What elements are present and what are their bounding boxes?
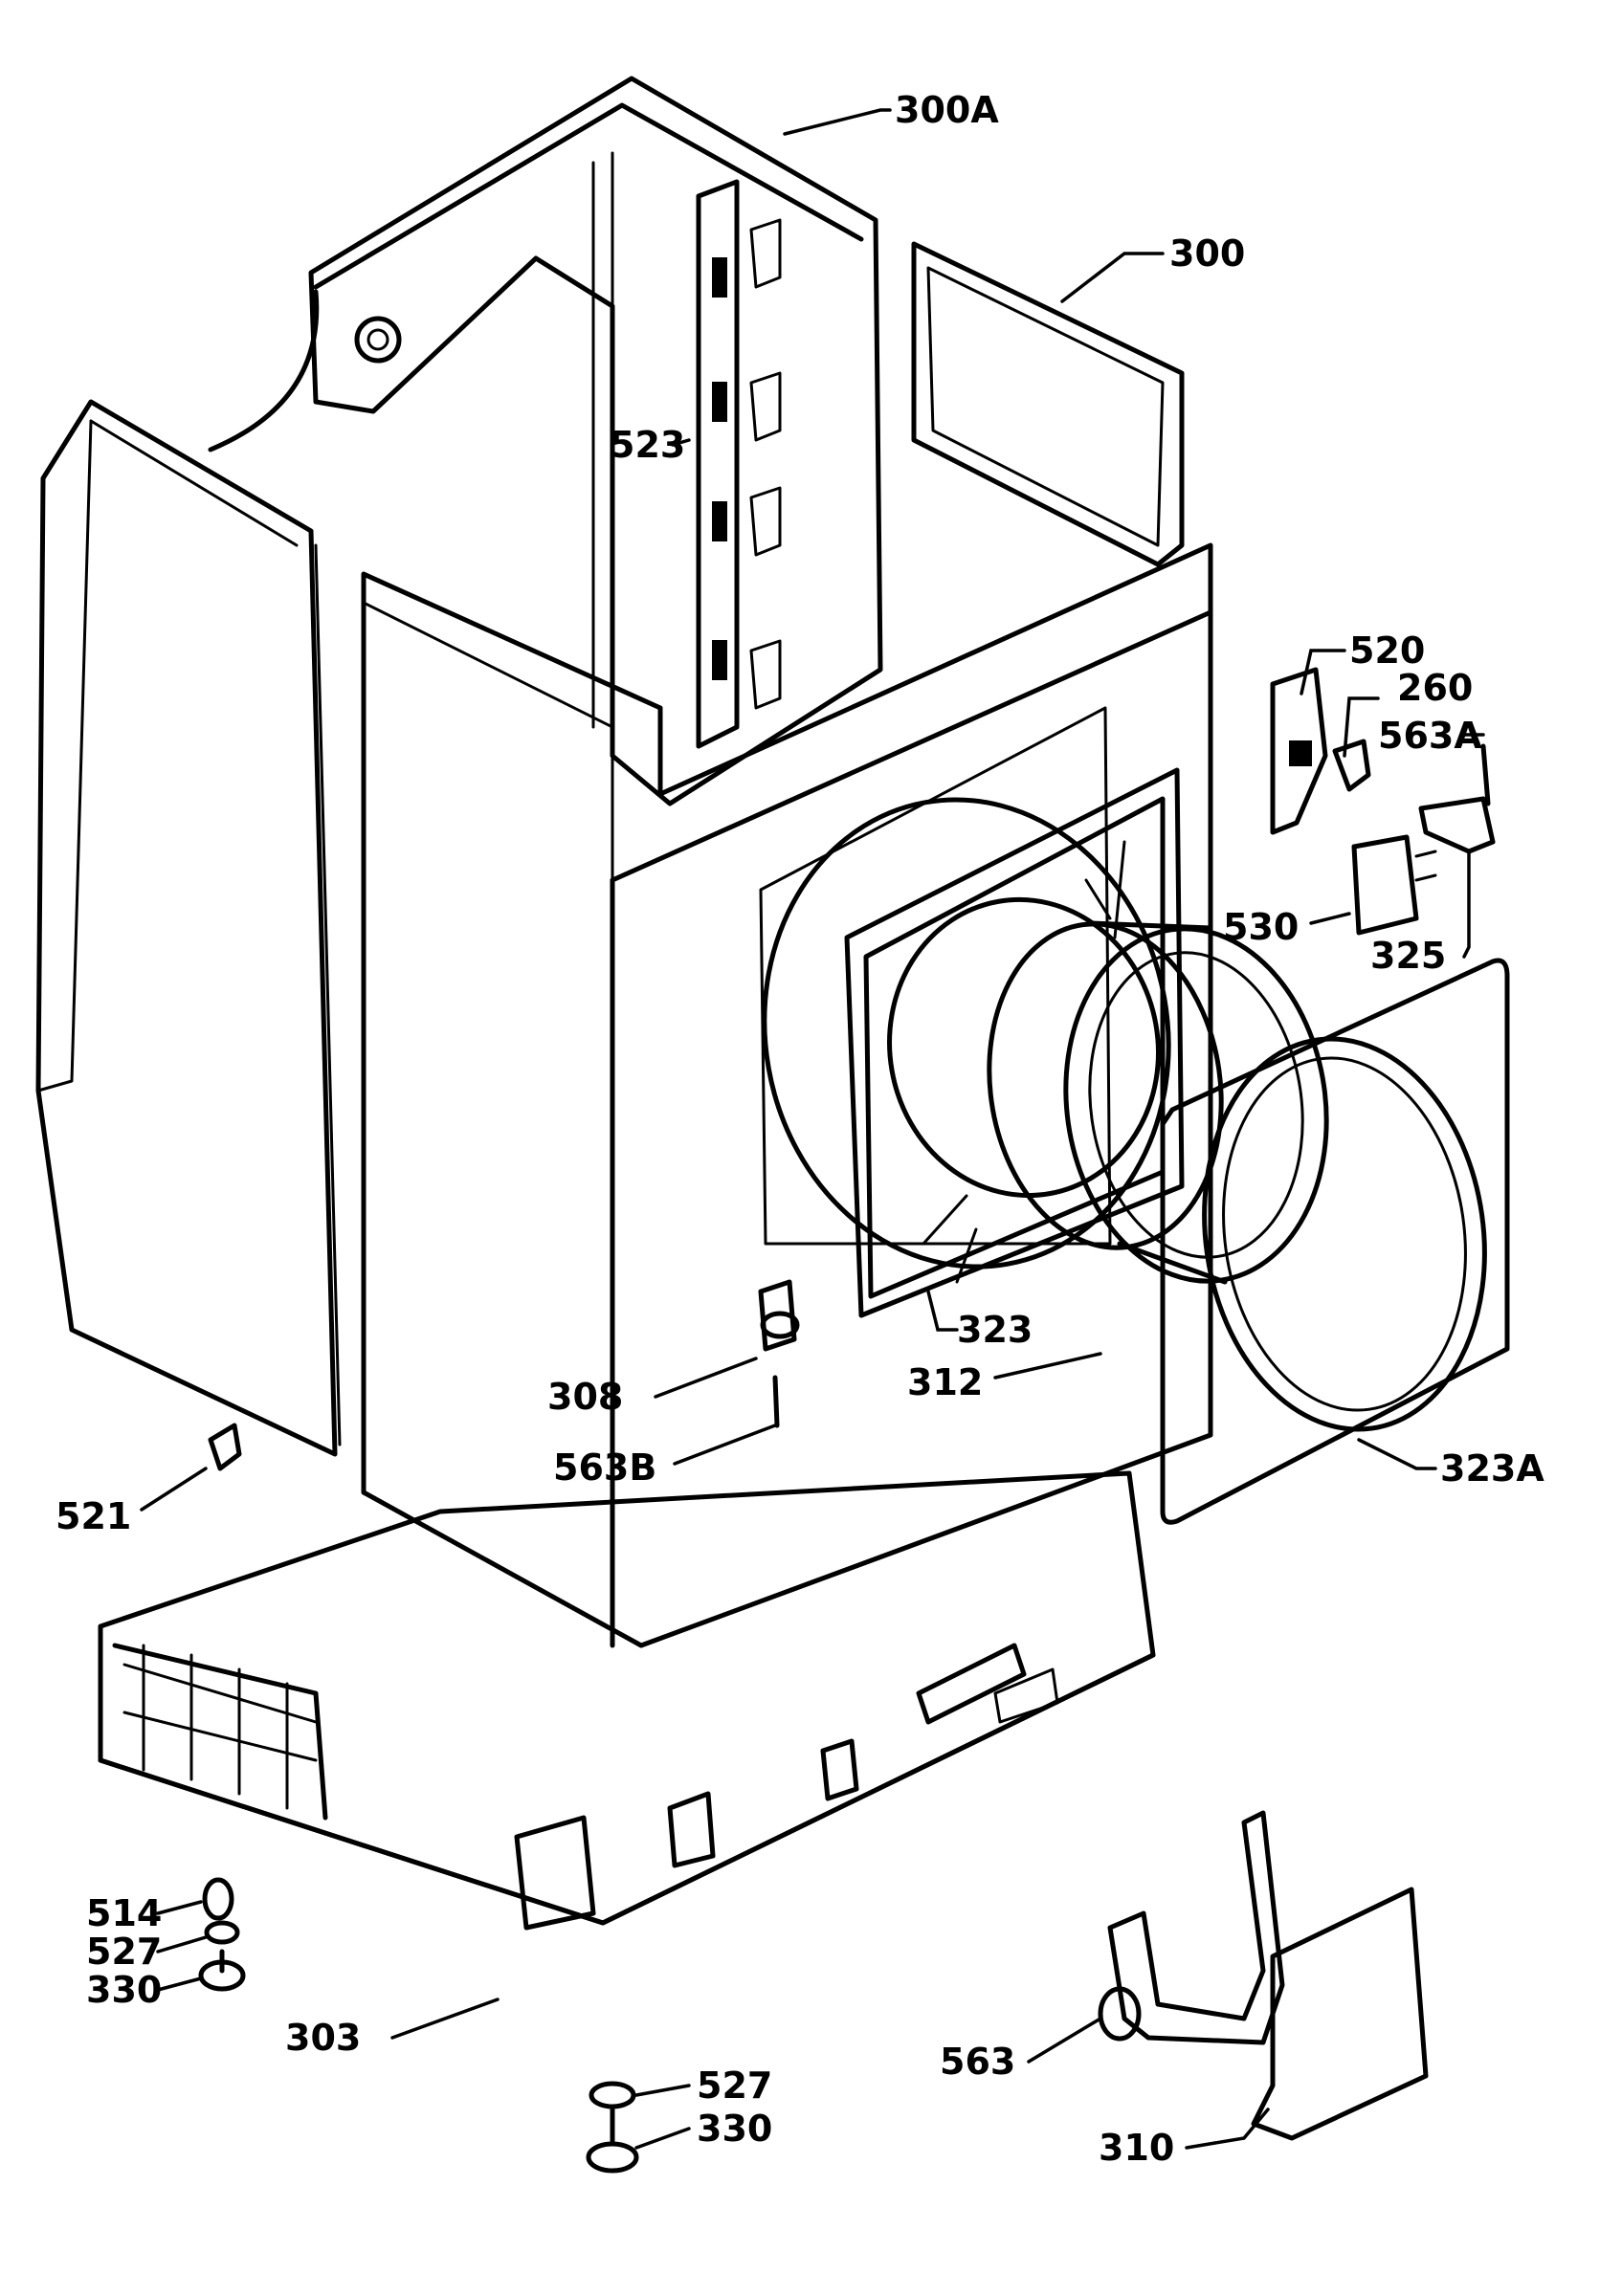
feet-bottom	[586, 2081, 639, 2174]
callout-300: 300	[1169, 232, 1245, 275]
drum-frame-323	[844, 767, 1185, 1318]
callout-323A: 323A	[1440, 1447, 1544, 1490]
callout-330-bottom: 330	[697, 2108, 772, 2150]
callout-530: 530	[1223, 906, 1299, 948]
front-panel-323A	[1160, 958, 1510, 1525]
callout-514: 514	[86, 1892, 162, 1934]
door-hinge-308	[758, 1279, 800, 1428]
leader-lines	[140, 108, 1485, 2150]
side-panel-300	[911, 241, 1185, 567]
callout-523: 523	[610, 424, 685, 466]
callout-521: 521	[56, 1495, 131, 1537]
wiring-bracket-523	[696, 179, 782, 749]
screw-521	[208, 1423, 242, 1471]
feet-left	[198, 1877, 246, 1992]
drum-bellows-312	[987, 920, 1329, 1285]
callout-325: 325	[1370, 935, 1446, 977]
door-switch-parts	[1270, 667, 1496, 936]
callout-310: 310	[1099, 2127, 1174, 2169]
callout-260: 260	[1397, 667, 1473, 709]
front-cabinet	[361, 542, 1213, 1648]
left-side-panel	[35, 399, 342, 1457]
callout-303: 303	[285, 2017, 361, 2059]
callout-520: 520	[1349, 629, 1425, 672]
callout-308: 308	[547, 1376, 623, 1418]
callout-563A: 563A	[1378, 715, 1482, 757]
hatch-563-310	[1098, 1810, 1429, 2141]
callout-563: 563	[940, 2041, 1015, 2083]
callout-312: 312	[907, 1361, 983, 1403]
callout-527-left: 527	[86, 1931, 162, 1973]
callout-323: 323	[957, 1309, 1033, 1351]
base-frame-303	[98, 1470, 1156, 1931]
callout-527-bottom: 527	[697, 2064, 772, 2107]
callout-labels: 300A 300 523 520 260 563A 530 325 323 31…	[56, 89, 1544, 2169]
callout-300A: 300A	[895, 89, 999, 131]
callout-330-left: 330	[86, 1969, 162, 2011]
callout-563B: 563B	[553, 1446, 656, 1489]
